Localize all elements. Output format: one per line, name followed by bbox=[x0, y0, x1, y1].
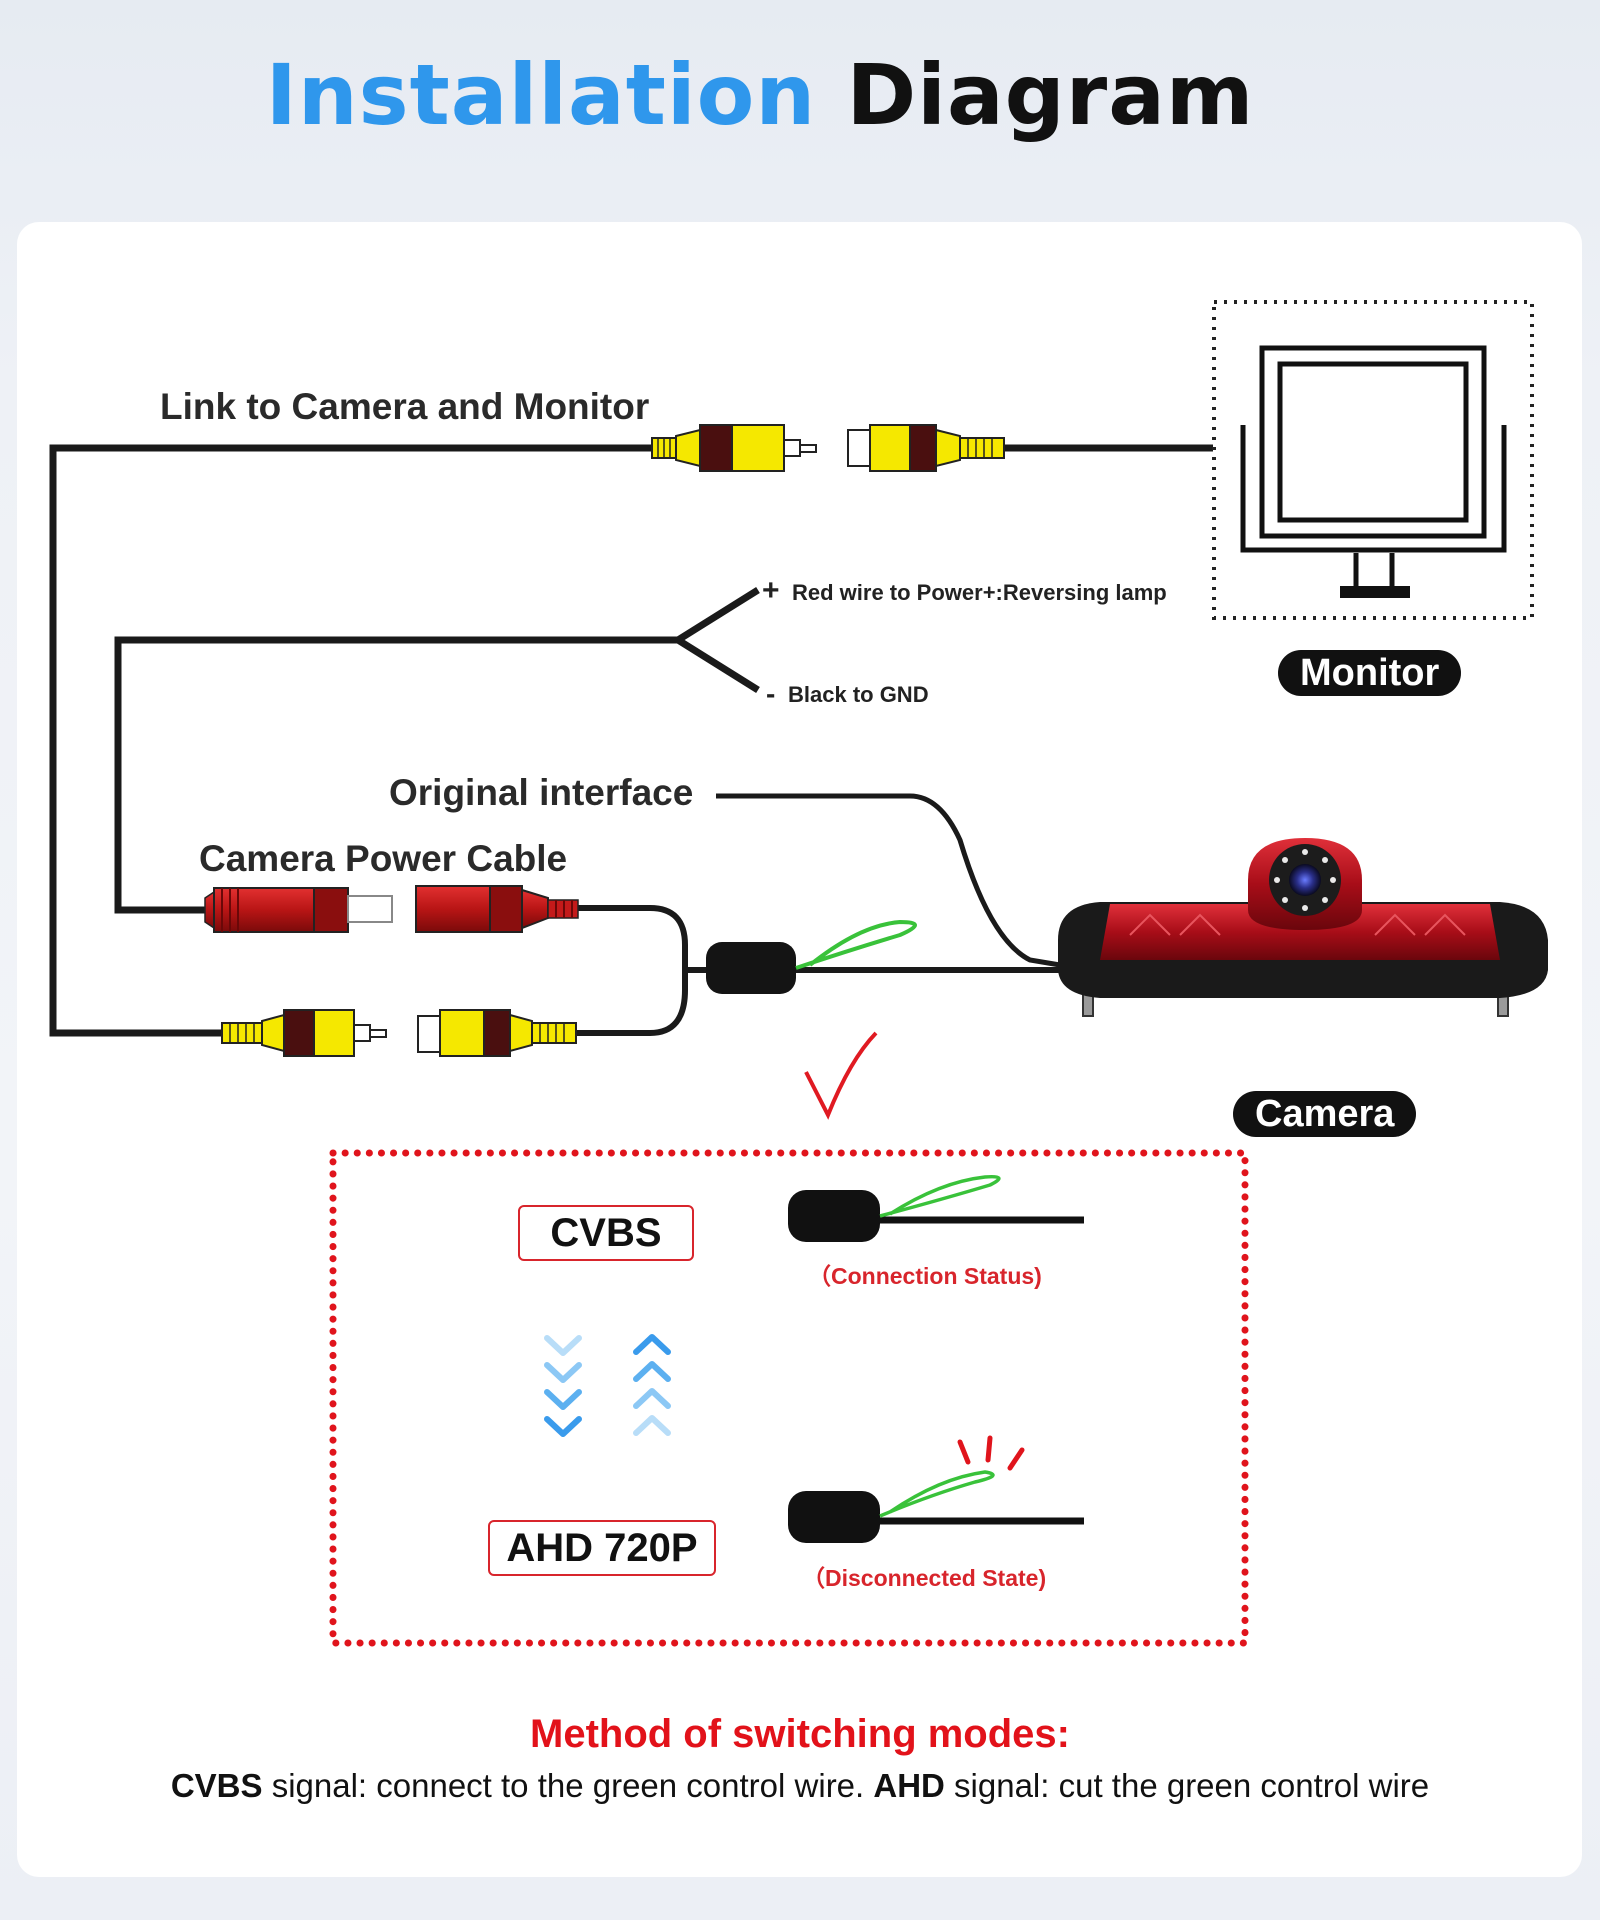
method-ahd-text: signal: cut the green control wire bbox=[944, 1767, 1430, 1804]
camera-icon bbox=[1058, 838, 1548, 1017]
original-interface-wire bbox=[716, 793, 1061, 968]
ahd-mode-label: AHD 720P bbox=[488, 1520, 716, 1576]
cvbs-mode-label: CVBS bbox=[518, 1205, 694, 1261]
method-cvbs-text: signal: connect to the green control wir… bbox=[262, 1767, 874, 1804]
power-plug-female bbox=[415, 885, 579, 933]
cvbs-wire-icon bbox=[788, 1174, 1084, 1242]
ahd-wire-icon bbox=[788, 1470, 1084, 1543]
method-ahd-bold: AHD bbox=[873, 1767, 945, 1804]
minus-sign: - bbox=[766, 678, 776, 709]
control-box bbox=[706, 919, 917, 994]
power-cable-label: Camera Power Cable bbox=[199, 838, 568, 879]
page-title: Installation Diagram bbox=[0, 46, 1520, 144]
title-part-1: Installation bbox=[265, 46, 817, 144]
rca-connector-bottom-left bbox=[221, 1009, 387, 1057]
video-link-wire bbox=[49, 444, 652, 1037]
link-label: Link to Camera and Monitor bbox=[160, 386, 650, 427]
rca-connector-bottom-right bbox=[417, 1009, 577, 1057]
power-plug-male bbox=[204, 887, 393, 933]
camera-harness-wire bbox=[576, 905, 1060, 1036]
black-wire-label: Black to GND bbox=[788, 682, 929, 707]
method-title: Method of switching modes: bbox=[530, 1712, 1070, 1756]
ahd-status: （Disconnected State) bbox=[802, 1565, 1047, 1591]
original-interface-label: Original interface bbox=[389, 772, 694, 813]
plus-sign: + bbox=[762, 574, 780, 607]
title-part-2: Diagram bbox=[846, 46, 1255, 144]
camera-badge: Camera bbox=[1233, 1091, 1417, 1137]
chevrons-down-icon bbox=[544, 1335, 582, 1437]
cut-spark-icon bbox=[957, 1435, 1025, 1471]
power-wire bbox=[114, 587, 760, 914]
method-description: CVBS signal: connect to the green contro… bbox=[0, 1767, 1600, 1805]
chevrons-up-icon bbox=[633, 1334, 671, 1436]
rca-connector-top-left bbox=[651, 424, 817, 472]
rca-connector-top-right bbox=[847, 424, 1005, 472]
red-wire-label: Red wire to Power+:Reversing lamp bbox=[792, 580, 1167, 605]
cvbs-status: （Connection Status) bbox=[808, 1263, 1042, 1289]
check-mark-icon bbox=[804, 1031, 878, 1120]
monitor-icon bbox=[1212, 300, 1534, 620]
monitor-badge: Monitor bbox=[1278, 650, 1462, 696]
method-cvbs-bold: CVBS bbox=[170, 1767, 263, 1804]
